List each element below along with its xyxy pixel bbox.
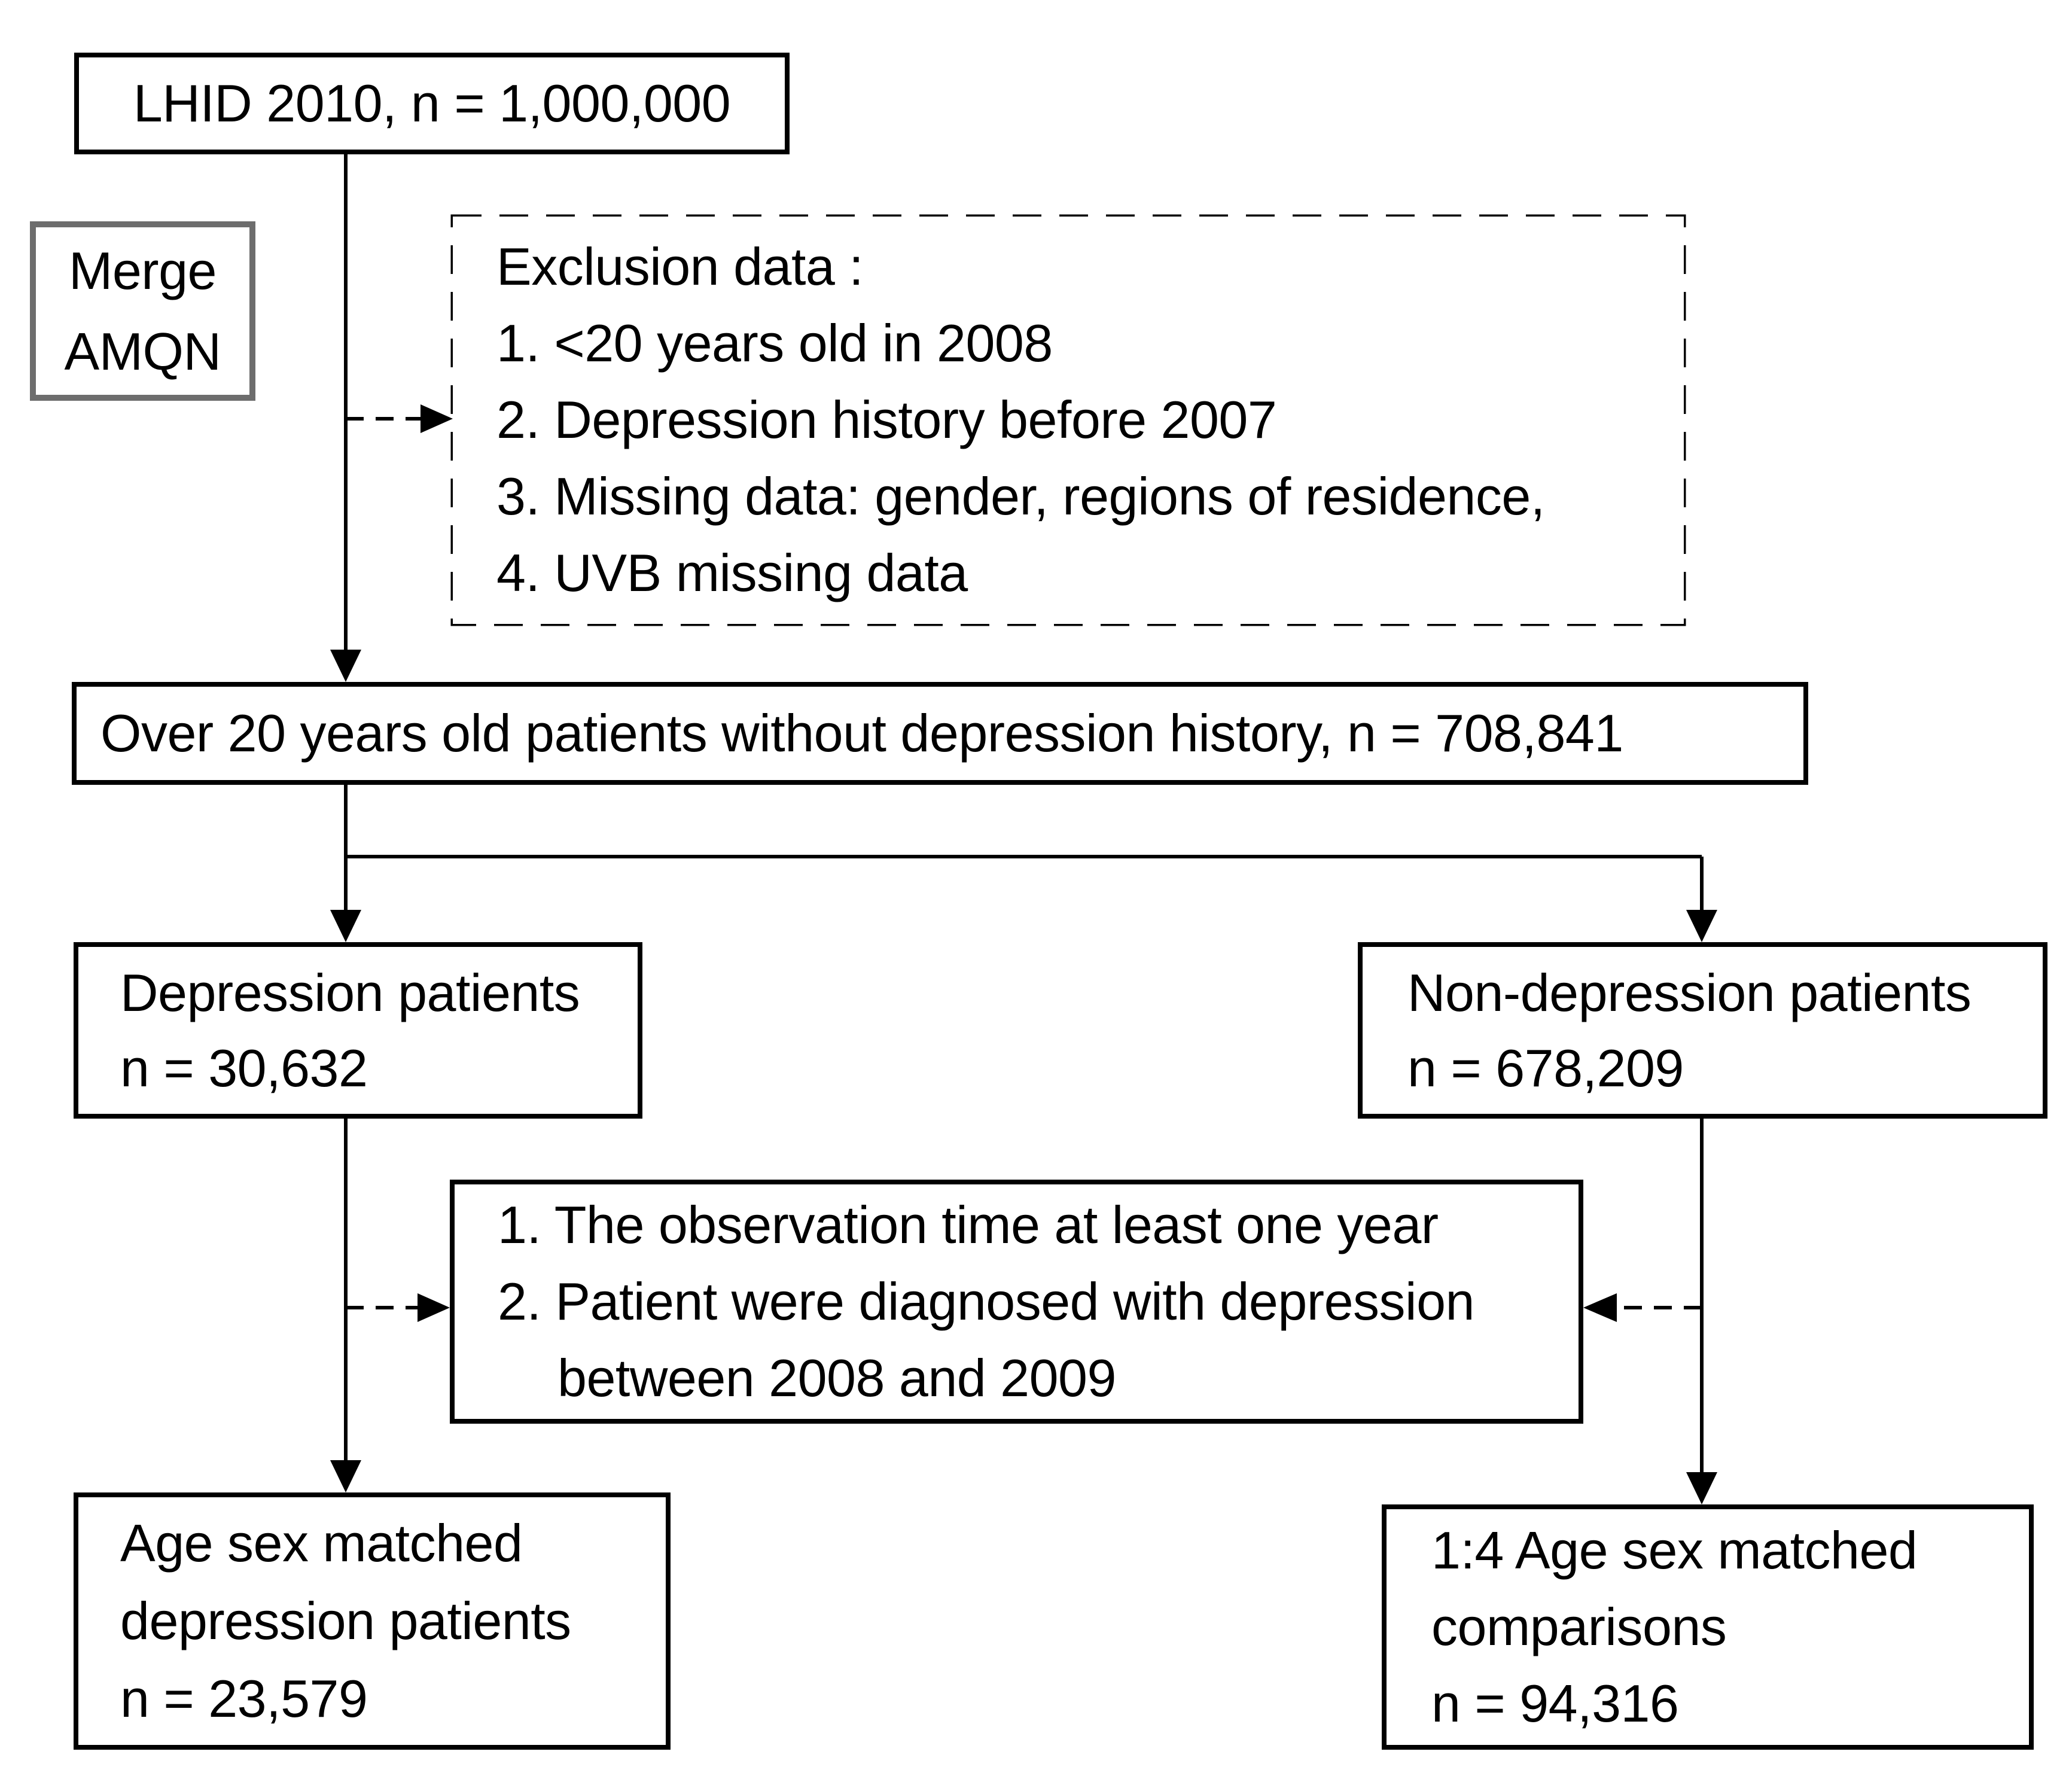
observation-criteria-box: 1. The observation time at least one yea… (450, 1180, 1583, 1424)
exclusion-line: 2. Depression history before 2007 (496, 390, 1277, 449)
matched-comparisons-box: 1:4 Age sex matched comparisons n = 94,3… (1382, 1504, 2034, 1750)
matched-depression-box: Age sex matched depression patients n = … (74, 1492, 671, 1750)
exclusion-line: 4. UVB missing data (496, 543, 968, 602)
arrow-lhid-to-over20-head (330, 650, 361, 682)
non-depression-patients-line: Non-depression patients (1407, 962, 1972, 1022)
matched-depression-count: n = 23,579 (120, 1669, 368, 1728)
exclusion-line: Exclusion data : (496, 237, 864, 296)
depression-patients-line: Depression patients (120, 962, 580, 1022)
dashed-arrow-to-exclusion-head (421, 404, 453, 433)
criteria-line: 2. Patient were diagnosed with depressio… (498, 1272, 1474, 1331)
arrow-depression-to-matched-head (330, 1460, 361, 1492)
exclusion-criteria-box: Exclusion data : 1. <20 years old in 200… (453, 217, 1684, 624)
eligible-cohort-label: Over 20 years old patients without depre… (100, 703, 1623, 763)
depression-patients-box: Depression patients n = 30,632 (74, 942, 642, 1119)
arrow-nondepression-to-matched-head (1686, 1472, 1717, 1504)
merge-amqn-line: AMQN (64, 322, 222, 381)
eligible-cohort-box: Over 20 years old patients without depre… (72, 682, 1808, 785)
criteria-line: between 2008 and 2009 (557, 1348, 1116, 1408)
lhid-cohort-box: LHID 2010, n = 1,000,000 (74, 53, 790, 154)
matched-depression-line: Age sex matched (120, 1513, 523, 1573)
arrow-to-nondepression-head (1686, 910, 1717, 942)
non-depression-patients-box: Non-depression patients n = 678,209 (1358, 942, 2047, 1119)
criteria-line: 1. The observation time at least one yea… (498, 1195, 1439, 1254)
matched-depression-line: depression patients (120, 1591, 571, 1650)
exclusion-line: 3. Missing data: gender, regions of resi… (496, 467, 1545, 526)
depression-patients-count: n = 30,632 (120, 1038, 368, 1098)
merge-amqn-box: Merge AMQN (30, 221, 255, 401)
dashed-arrow-right-to-criteria-head (1583, 1293, 1617, 1322)
matched-comparisons-line: 1:4 Age sex matched (1431, 1521, 1918, 1580)
non-depression-patients-count: n = 678,209 (1407, 1038, 1684, 1098)
lhid-cohort-label: LHID 2010, n = 1,000,000 (133, 74, 731, 133)
matched-comparisons-line: comparisons (1431, 1597, 1727, 1656)
dashed-arrow-left-to-criteria-head (418, 1293, 450, 1322)
arrow-to-depression-head (330, 910, 361, 942)
merge-amqn-line: Merge (69, 241, 217, 300)
exclusion-line: 1. <20 years old in 2008 (496, 313, 1053, 373)
matched-comparisons-count: n = 94,316 (1431, 1674, 1679, 1733)
